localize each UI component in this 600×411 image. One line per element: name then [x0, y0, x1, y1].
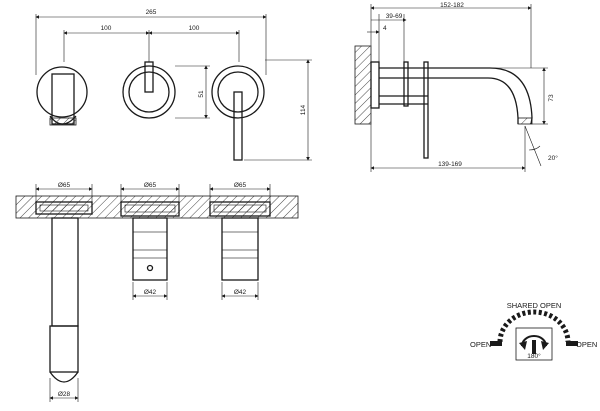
- front-view: 265 100 100 51 114: [35, 9, 312, 161]
- dim-d42-right: Ø42: [234, 289, 247, 296]
- label-shared-open: SHARED OPEN: [507, 301, 562, 310]
- dim-spacing-right: 100: [189, 25, 200, 32]
- dim-d65-right: Ø65: [234, 182, 247, 189]
- dim-spacing-left: 100: [101, 25, 112, 32]
- dim-d65-spout: Ø65: [58, 182, 71, 189]
- dim-angle: 20°: [548, 154, 558, 162]
- dim-d28: Ø28: [58, 391, 71, 398]
- dim-rosette-range: 39-69: [386, 13, 403, 20]
- dim-d42-mid: Ø42: [144, 289, 157, 296]
- dim-d65-mid: Ø65: [144, 182, 157, 189]
- dim-plate: 4: [383, 25, 387, 32]
- dim-projection-range: 139-169: [438, 161, 462, 168]
- side-view: 152-182 39-69 4 73 139-169 20°: [354, 2, 558, 172]
- handle-operation-diagram: SHARED OPEN OPEN OPEN 180°: [470, 301, 597, 361]
- label-open-right: OPEN: [576, 340, 597, 349]
- dim-overall-width: 265: [146, 9, 157, 16]
- dim-handle: 51: [198, 90, 205, 98]
- dim-spout-height: 73: [548, 94, 555, 102]
- label-rotation: 180°: [527, 352, 541, 360]
- dim-length-range: 152-182: [440, 2, 464, 9]
- section-view: Ø65 Ø65 Ø65 Ø28 Ø42 Ø42: [15, 182, 299, 402]
- label-open-left: OPEN: [470, 340, 491, 349]
- dim-height: 114: [300, 104, 307, 115]
